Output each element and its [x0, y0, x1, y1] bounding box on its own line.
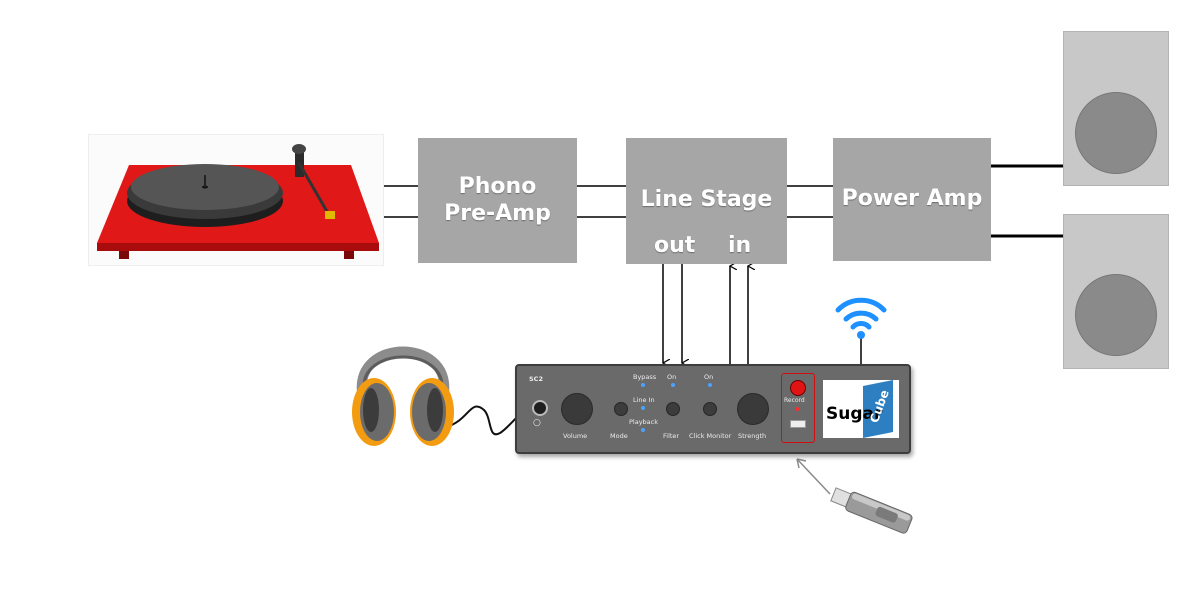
wifi-icon [835, 297, 887, 339]
speaker-icon-top [1063, 31, 1169, 186]
record-led [795, 407, 799, 411]
in-port-label: in [728, 233, 752, 258]
phono-preamp-block: Phono Pre-Amp [418, 138, 577, 263]
headphone-jack[interactable] [532, 400, 548, 416]
headphone-jack-icon: ○ [533, 418, 541, 428]
speaker-icon-bottom [1063, 214, 1169, 369]
line-stage-block: Line Stage [626, 138, 787, 264]
click-on-label: On [704, 373, 714, 381]
headphone-cable [445, 405, 533, 436]
playback-led [641, 428, 645, 432]
model-label: SC2 [529, 375, 543, 383]
strength-knob[interactable] [737, 393, 769, 425]
mode-label: Mode [610, 432, 628, 440]
record-label: Record [784, 397, 805, 404]
volume-knob[interactable] [561, 393, 593, 425]
mode-button[interactable] [614, 402, 628, 416]
power-amp-label: Power Amp [841, 186, 983, 212]
usb-port[interactable] [790, 420, 806, 428]
usb-arrow [796, 458, 831, 495]
record-button[interactable] [790, 380, 806, 396]
usb-drive-icon [830, 487, 913, 534]
record-section: Record [781, 373, 815, 443]
click-monitor-label: Click Monitor [689, 432, 732, 440]
turntable-image [88, 134, 384, 266]
filter-button[interactable] [666, 402, 680, 416]
filter-led [671, 383, 675, 387]
bypass-label: Bypass [633, 373, 657, 381]
playback-label: Playback [629, 418, 659, 426]
volume-label: Volume [563, 432, 588, 440]
logo-word-sugar: Sugar [826, 404, 883, 424]
line-in-label: Line In [633, 396, 655, 404]
filter-label: Filter [663, 432, 680, 440]
headphones-icon [352, 346, 454, 446]
sugarcube-logo: Sugar Cube [823, 380, 899, 438]
bypass-led [641, 383, 645, 387]
speaker-cone-bottom [1075, 274, 1157, 356]
click-monitor-led [708, 383, 712, 387]
speaker-cone-top [1075, 92, 1157, 174]
out-port-label: out [654, 233, 696, 258]
click-monitor-button[interactable] [703, 402, 717, 416]
strength-label: Strength [738, 432, 767, 440]
sugarcube-front-panel: SC2 ○ Volume Mode Bypass Line In Playbac… [515, 364, 911, 454]
filter-on-label: On [667, 373, 677, 381]
power-amp-block: Power Amp [833, 138, 991, 261]
line-stage-label: Line Stage [640, 187, 773, 212]
phono-preamp-label: Phono Pre-Amp [444, 174, 551, 226]
line-in-led [641, 406, 645, 410]
